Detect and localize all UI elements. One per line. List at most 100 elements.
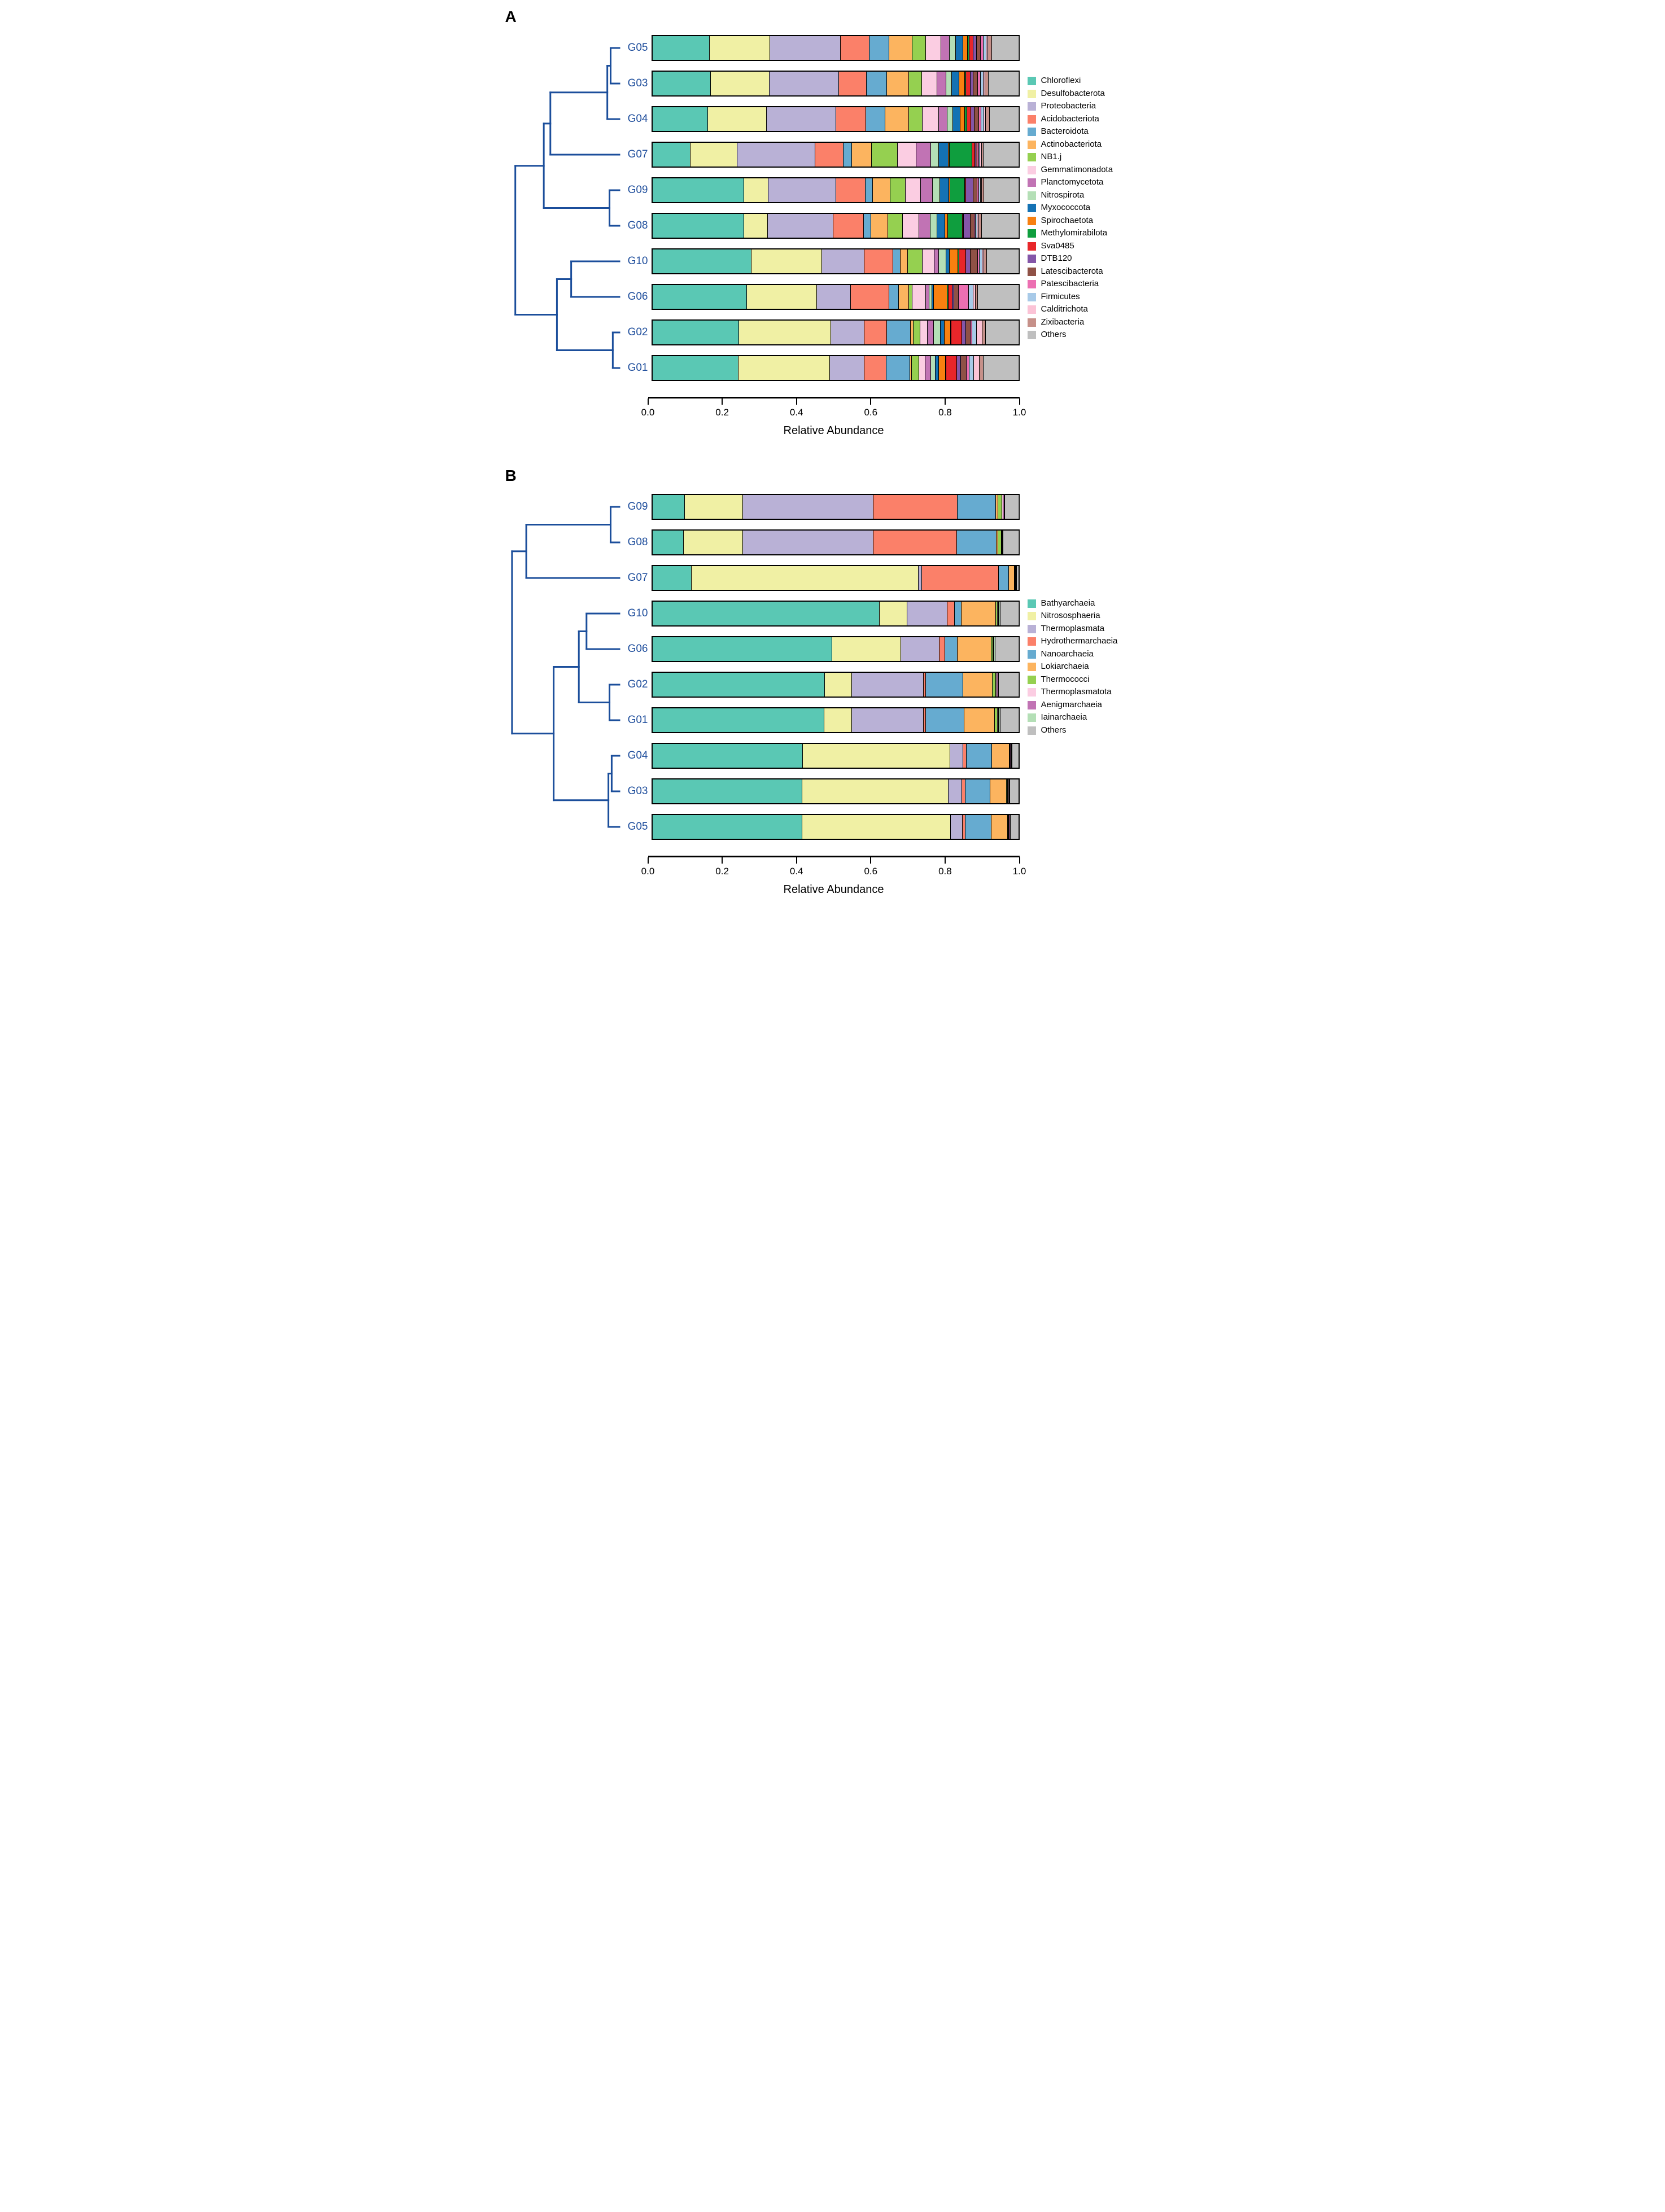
bar-segment-chloroflexi xyxy=(652,36,710,60)
bar-segment-methylomirabilota xyxy=(948,214,963,238)
bar-segment-iainarchaeia xyxy=(1016,566,1017,590)
bar-segment-nitrospirota xyxy=(933,178,941,202)
bar-segment-acidobacteriota xyxy=(815,143,844,167)
row-label: G07 xyxy=(627,148,648,160)
bar-segment-bathyarchaeia xyxy=(652,779,803,803)
bar-segment-bacteroidota xyxy=(893,249,901,273)
bar-segment-zixibacteria xyxy=(982,178,985,202)
bar-segment-sva0485 xyxy=(946,356,957,380)
bar-segment-spirochaetota xyxy=(963,36,968,60)
bar-segment-calditrichota xyxy=(983,72,986,95)
bar-segment-nanoarchaeia xyxy=(925,673,964,697)
legend-swatch xyxy=(1027,612,1036,620)
bar-segment-others xyxy=(978,285,1019,309)
bar-segment-nitrospirota xyxy=(947,107,954,131)
abundance-row: G08 xyxy=(621,213,1020,239)
legend-label: Sva0485 xyxy=(1041,240,1074,251)
legend-label: Firmicutes xyxy=(1041,291,1080,301)
bar-segment-proteobacteria xyxy=(770,36,841,60)
row-label: G06 xyxy=(627,643,648,655)
abundance-row: G01 xyxy=(621,355,1020,381)
bar-segment-calditrichota xyxy=(973,356,980,380)
legend-swatch xyxy=(1027,229,1036,238)
bar-segment-acidobacteriota xyxy=(838,72,867,95)
legend-label: Bathyarchaeia xyxy=(1041,598,1095,608)
bar-segment-patescibacteria xyxy=(979,107,981,131)
bar-segment-others xyxy=(1010,779,1019,803)
dendrogram-b xyxy=(510,506,620,828)
bar-segment-desulfobacterota xyxy=(747,285,818,309)
stacked-bar xyxy=(651,213,1020,239)
bar-segment-nitrososphaeria xyxy=(683,531,744,554)
bar-segment-desulfobacterota xyxy=(707,107,767,131)
legend-label: Planctomycetota xyxy=(1041,177,1104,187)
legend-swatch xyxy=(1027,191,1036,200)
abundance-row: G10 xyxy=(621,248,1020,274)
bar-segment-desulfobacterota xyxy=(711,72,770,95)
bar-segment-desulfobacterota xyxy=(744,214,768,238)
bar-segment-nb1.j xyxy=(909,72,923,95)
bar-segment-actinobacteriota xyxy=(889,36,912,60)
bar-segment-nanoarchaeia xyxy=(957,495,996,519)
bar-segment-calditrichota xyxy=(977,321,983,344)
bar-segment-nb1.j xyxy=(871,143,898,167)
bar-segment-aenigmarchaeia xyxy=(1003,495,1004,519)
bar-segment-firmicutes xyxy=(980,72,984,95)
bar-segment-lokiarchaeia xyxy=(991,815,1008,839)
stacked-bar xyxy=(651,778,1020,804)
bar-segment-nitrososphaeria xyxy=(824,673,853,697)
bar-segment-chloroflexi xyxy=(652,178,745,202)
bar-segment-firmicutes xyxy=(979,249,982,273)
stacked-bar xyxy=(651,494,1020,520)
bar-segment-bathyarchaeia xyxy=(652,566,692,590)
bar-segment-hydrothermarchaeia xyxy=(922,566,999,590)
bar-segment-others xyxy=(986,321,1019,344)
abundance-row: G01 xyxy=(621,707,1020,733)
abundance-row: G02 xyxy=(621,319,1020,345)
legend-item: DTB120 xyxy=(1027,254,1160,264)
bar-segment-sva0485 xyxy=(949,285,952,309)
bar-segment-bathyarchaeia xyxy=(652,673,825,697)
bar-segment-patescibacteria xyxy=(974,214,976,238)
bar-segment-lokiarchaeia xyxy=(1009,566,1015,590)
legend-item: Acidobacteriota xyxy=(1027,114,1160,124)
bar-segment-bacteroidota xyxy=(886,356,911,380)
legend-item: Patescibacteria xyxy=(1027,279,1160,289)
stacked-bar xyxy=(651,529,1020,555)
bar-segment-firmicutes xyxy=(976,214,978,238)
legend-swatch xyxy=(1027,292,1036,301)
bar-segment-desulfobacterota xyxy=(739,321,831,344)
bar-segment-hydrothermarchaeia xyxy=(962,815,966,839)
bar-segment-actinobacteriota xyxy=(871,214,889,238)
bar-segment-nitrospirota xyxy=(929,285,933,309)
axis-tick xyxy=(870,398,872,405)
bar-segment-thermoplasmata xyxy=(949,779,963,803)
bar-segment-latescibacterota xyxy=(973,178,978,202)
bar-segment-zixibacteria xyxy=(982,143,984,167)
legend-item: Firmicutes xyxy=(1027,291,1160,302)
legend-swatch xyxy=(1027,637,1036,646)
bar-segment-planctomycetota xyxy=(927,321,934,344)
bar-segment-firmicutes xyxy=(979,143,980,167)
bar-segment-calditrichota xyxy=(977,214,979,238)
bar-segment-bacteroidota xyxy=(865,178,873,202)
bar-segment-gemmatimonadota xyxy=(923,107,939,131)
bar-segment-zixibacteria xyxy=(986,107,990,131)
bar-segment-nitrospirota xyxy=(930,214,937,238)
bar-segment-thermococci xyxy=(995,602,998,625)
legend-label: Spirochaetota xyxy=(1041,215,1094,225)
bar-segment-acidobacteriota xyxy=(833,214,864,238)
bar-segment-spirochaetota xyxy=(959,72,965,95)
legend-swatch xyxy=(1027,700,1036,709)
bar-segment-nitrospirota xyxy=(931,356,936,380)
bar-segment-nitrososphaeria xyxy=(832,637,902,661)
bar-segment-nanoarchaeia xyxy=(955,602,962,625)
bar-segment-latescibacterota xyxy=(976,143,978,167)
stacked-bar xyxy=(651,319,1020,345)
legend-label: Gemmatimonadota xyxy=(1041,164,1113,174)
dendrogram-a-container xyxy=(505,35,621,381)
bar-segment-thermoplasmatota xyxy=(1015,566,1016,590)
legend-item: Calditrichota xyxy=(1027,305,1160,314)
bar-segment-acidobacteriota xyxy=(864,249,893,273)
